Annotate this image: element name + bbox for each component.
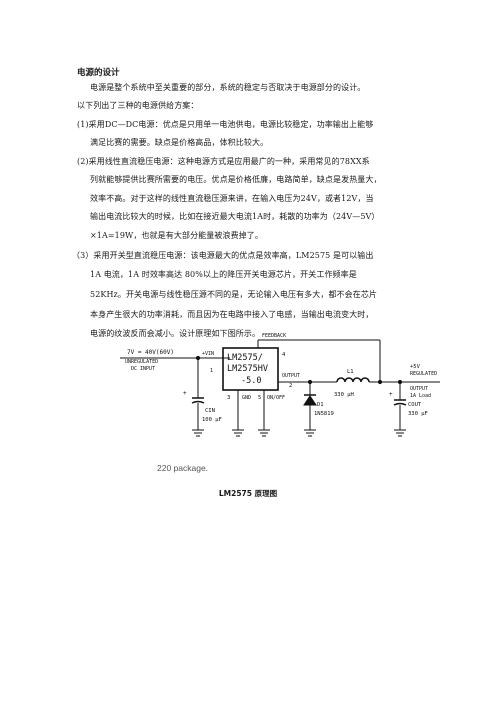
cout-name-label: COUT	[408, 402, 422, 408]
paragraph-line: 满足比赛的需要。缺点是价格高品，体积比较大。	[90, 138, 269, 147]
figure-caption: LM2575 原理图	[218, 489, 278, 498]
paragraph-line: （3）采用开关型直流稳压电源：该电源最大的优点是效率高，LM2575 是可以输出	[72, 251, 374, 260]
cout-plus-label: +	[389, 391, 393, 398]
cin-plus-label: +	[183, 390, 187, 397]
l1-value-label: 330 μH	[334, 392, 354, 398]
paragraph-line: 列就能够提供比赛所需要的电压。优点是价格低廉，电路简单，缺点是发热量大，	[90, 175, 382, 184]
d1-name-label: D1	[317, 402, 324, 408]
chip-name-line-2: LM2575HV	[227, 364, 268, 374]
on-off-label: ON/OFF	[267, 395, 285, 401]
cin-name-label: CIN	[205, 408, 215, 414]
paragraph-line: 电源的纹波反而会减小。设计原理如下图所示。	[90, 329, 261, 338]
input-unregulated-label: UNREGULATED	[125, 359, 158, 365]
paragraph-line: (1)采用DC—DC电源：优点是只用单一电池供电，电源比较稳定，功率输出上能够	[77, 120, 374, 129]
paragraph-line: 输出电流比较大的时候，比如在接近最大电流1A时，耗散的功率为（24V—5V）	[90, 212, 380, 221]
vin-label: +VIN	[202, 351, 214, 357]
paragraph-line: ×1A=19W，也就是有大部分能量被浪费掉了。	[90, 231, 263, 240]
pin-2-label: 2	[289, 383, 292, 389]
gnd-label: GND	[242, 395, 251, 401]
pin-1-label: 1	[210, 368, 213, 374]
paragraph-line: 效率不高。对于这样的线性直流稳压源来讲，在输入电压为24V，或者12V，当	[90, 194, 374, 203]
input-voltage-label: 7V = 40V(60V)	[127, 349, 174, 356]
pin-3-label: 3	[227, 395, 230, 401]
chip-name-line-1: LM2575/	[227, 353, 263, 363]
chip-name-line-3: -5.0	[241, 376, 261, 386]
paragraph-line: 1A 电流，1A 时效率高达 80%以上的降压开关电源芯片，开关工作频率是	[90, 270, 357, 279]
output-voltage-label: +5V	[410, 364, 421, 370]
output-regulated-label: REGULATED	[410, 371, 437, 377]
package-note: 220 package.	[157, 463, 209, 473]
pin-4-label: 4	[282, 352, 286, 358]
paragraph-line: 52KHz。开关电源与线性稳压源不同的是，无论输入电压有多大，都不会在芯片	[90, 290, 378, 299]
l1-name-label: L1	[347, 369, 354, 375]
feedback-label: FEEDBACK	[262, 333, 286, 339]
output-pin-label: OUTPUT	[282, 373, 300, 379]
output-load-label: 1A Load	[410, 393, 431, 399]
paragraph-line: 以下列出了三种的电源供给方案：	[77, 101, 199, 110]
paragraph-line: 本身产生很大的功率消耗，而且因为在电路中接入了电感，当输出电流变大时，	[90, 310, 374, 319]
input-dc-label: DC INPUT	[131, 366, 155, 372]
cout-value-label: 330 μF	[408, 411, 428, 417]
paragraph-line: (2)采用线性直流稳压电源：这种电源方式是应用最广的一种，采用常见的78XX系	[77, 157, 370, 166]
paragraph-line: 电源是整个系统中至关重要的部分，系统的稳定与否取决于电源部分的设计。	[90, 83, 366, 92]
output-output-label: OUTPUT	[410, 386, 428, 392]
cin-value-label: 100 μF	[202, 417, 222, 423]
section-title: 电源的设计	[77, 68, 120, 78]
d1-part-label: 1N5819	[314, 411, 334, 417]
pin-5-label: 5	[258, 395, 261, 401]
